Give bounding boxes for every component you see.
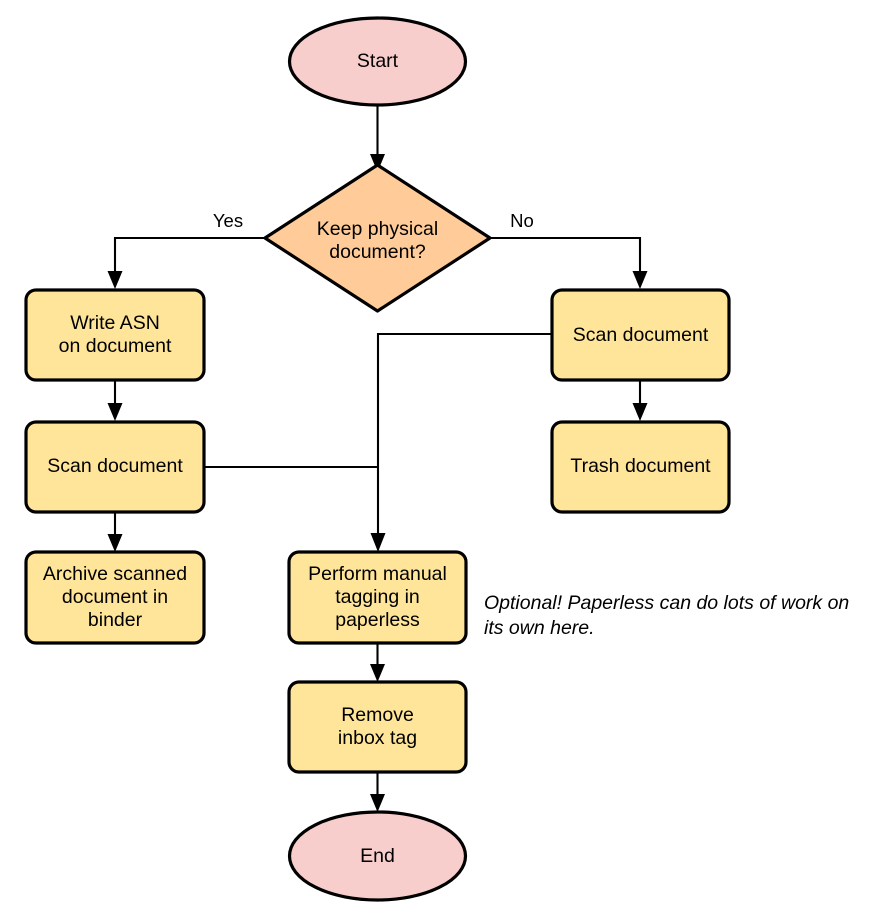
node-remove-inbox-tag[interactable]: Remove inbox tag	[287, 680, 468, 774]
decision-diamond-shape[interactable]	[263, 163, 492, 313]
node-scan-document-right[interactable]: Scan document	[550, 288, 731, 382]
edge-line	[490, 236, 642, 276]
edge-write-asn-to-scan-left	[107, 380, 123, 421]
edge-label-no: No	[510, 210, 534, 231]
arrow-head-icon	[370, 664, 385, 682]
start-ellipse-shape[interactable]	[287, 16, 468, 107]
edge-scan-left-to-archive	[107, 512, 123, 552]
node-scan-document-right-label: Scan document	[573, 324, 709, 346]
node-remove-inbox-label-line2: inbox tag	[338, 727, 417, 749]
annotation-line1: Optional! Paperless can do lots of work …	[484, 592, 849, 614]
arrow-head-icon	[370, 154, 385, 172]
node-end-label: End	[360, 845, 395, 867]
node-archive-label-line2: document in	[62, 586, 168, 608]
node-remove-inbox-label-line1: Remove	[341, 704, 414, 726]
arrow-head-icon	[632, 403, 648, 421]
node-decision-label-line2: document?	[329, 241, 426, 263]
node-archive-scanned-document[interactable]: Archive scanned document in binder	[24, 550, 206, 645]
node-scan-document-left[interactable]: Scan document	[24, 420, 206, 514]
arrow-head-icon	[370, 794, 385, 812]
node-write-asn-on-document[interactable]: Write ASN on document	[24, 288, 206, 382]
edge-decision-yes-to-write-asn: Yes	[107, 210, 265, 289]
annotation-line2: its own here.	[484, 617, 595, 639]
edge-remove-inbox-to-end	[370, 772, 385, 812]
node-write-asn-label-line1: Write ASN	[70, 312, 160, 334]
scan-document-right-box-shape[interactable]	[550, 288, 731, 382]
arrow-head-icon	[107, 534, 123, 552]
node-scan-document-left-label: Scan document	[47, 455, 183, 477]
node-write-asn-label-line2: on document	[59, 335, 172, 357]
node-start[interactable]: Start	[287, 16, 468, 107]
scan-document-left-box-shape[interactable]	[24, 420, 206, 514]
edge-tagging-to-remove-inbox	[370, 643, 385, 682]
archive-box-shape[interactable]	[24, 550, 206, 645]
edge-scan-right-to-trash	[632, 380, 648, 421]
annotation-optional-paperless: Optional! Paperless can do lots of work …	[484, 592, 849, 639]
edge-line	[113, 236, 265, 276]
edge-start-to-decision	[370, 105, 385, 172]
node-trash-document-label: Trash document	[570, 455, 711, 477]
edge-line	[376, 332, 552, 538]
remove-inbox-tag-box-shape[interactable]	[287, 680, 468, 774]
node-perform-manual-tagging[interactable]: Perform manual tagging in paperless	[287, 550, 468, 645]
arrow-head-icon	[107, 271, 123, 289]
edge-decision-no-to-scan-right: No	[490, 210, 648, 289]
node-decision-keep-physical-document[interactable]: Keep physical document?	[263, 163, 492, 313]
arrow-head-icon	[107, 403, 123, 421]
end-ellipse-shape[interactable]	[287, 810, 468, 902]
arrow-head-icon	[370, 533, 386, 552]
node-tagging-label-line2: tagging in	[335, 586, 420, 608]
node-archive-label-line1: Archive scanned	[43, 563, 187, 585]
node-archive-label-line3: binder	[88, 609, 143, 631]
node-decision-label-line1: Keep physical	[317, 218, 438, 240]
edge-label-yes: Yes	[213, 210, 243, 231]
node-tagging-label-line3: paperless	[335, 609, 420, 631]
arrow-head-icon	[632, 271, 648, 289]
node-start-label: Start	[357, 50, 399, 72]
node-trash-document[interactable]: Trash document	[550, 420, 731, 514]
write-asn-box-shape[interactable]	[24, 288, 206, 382]
node-end[interactable]: End	[287, 810, 468, 902]
trash-document-box-shape[interactable]	[550, 420, 731, 514]
edge-scan-right-to-tagging	[370, 332, 552, 552]
tagging-box-shape[interactable]	[287, 550, 468, 645]
node-tagging-label-line1: Perform manual	[308, 563, 447, 585]
